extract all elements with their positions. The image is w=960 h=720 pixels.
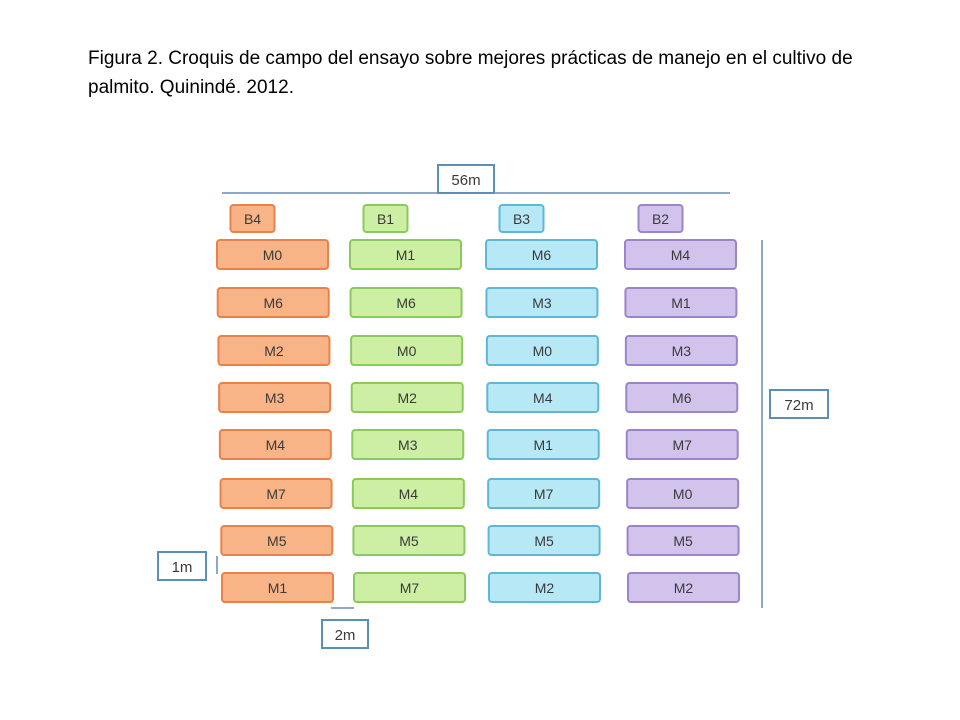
plot-box xyxy=(487,478,601,509)
plot-box xyxy=(219,478,333,509)
plot-box xyxy=(626,478,740,509)
plot-box xyxy=(217,335,331,366)
block-header-box xyxy=(498,204,545,233)
figure-caption: Figura 2. Croquis de campo del ensayo so… xyxy=(88,48,853,98)
plot-label: M5 xyxy=(673,533,693,549)
plot-label: M6 xyxy=(396,295,416,311)
blocks-layer: B4M0M6M2M3M4M7M5M1B1M1M6M0M2M3M4M5M7B3M6… xyxy=(216,204,740,603)
plot-label: M5 xyxy=(534,533,554,549)
plot-box xyxy=(216,239,329,270)
plot-box xyxy=(485,335,599,366)
plot-label: M0 xyxy=(397,343,417,359)
plot-box xyxy=(486,429,600,460)
plot-box xyxy=(627,572,740,603)
col-gap-box xyxy=(321,619,369,649)
plot-box xyxy=(625,382,739,413)
width-dimension-label: 56m xyxy=(451,172,480,189)
plot-label: M3 xyxy=(265,390,285,406)
plot-box xyxy=(349,287,463,318)
plot-label: M2 xyxy=(264,343,284,359)
plot-label: M2 xyxy=(397,390,417,406)
plot-label: M4 xyxy=(266,437,286,453)
plot-box xyxy=(220,525,334,556)
plot-box xyxy=(488,572,601,603)
plot-box xyxy=(350,335,464,366)
plot-box xyxy=(624,239,737,270)
plot-box xyxy=(485,287,599,318)
plot-label: M3 xyxy=(532,295,552,311)
length-dimension-label: 72m xyxy=(784,397,813,414)
plot-box xyxy=(351,478,465,509)
plot-label: M3 xyxy=(672,343,692,359)
plot-label: M0 xyxy=(673,486,693,502)
block-header-label: B3 xyxy=(513,211,530,227)
row-gap-box xyxy=(157,551,207,581)
plot-box xyxy=(216,287,330,318)
plot-label: M2 xyxy=(535,580,555,596)
plot-label: M4 xyxy=(671,247,691,263)
plot-box xyxy=(352,525,466,556)
plot-label: M1 xyxy=(671,295,691,311)
plot-box xyxy=(624,287,738,318)
plot-label: M7 xyxy=(534,486,554,502)
block-header-box xyxy=(362,204,409,233)
plot-box xyxy=(625,429,739,460)
row-gap-label: 1m xyxy=(172,559,193,576)
plot-label: M6 xyxy=(532,247,552,263)
plot-box xyxy=(218,382,332,413)
plot-label: M1 xyxy=(533,437,553,453)
plot-label: M0 xyxy=(533,343,553,359)
plot-box xyxy=(351,429,465,460)
width-dimension-box xyxy=(437,164,495,194)
plot-label: M5 xyxy=(399,533,419,549)
plot-label: M7 xyxy=(400,580,420,596)
plot-label: M3 xyxy=(398,437,418,453)
plot-label: M0 xyxy=(263,247,283,263)
plot-label: M6 xyxy=(672,390,692,406)
plot-box xyxy=(350,382,464,413)
block-header-label: B2 xyxy=(652,211,669,227)
block-header-box xyxy=(637,204,684,233)
plot-box xyxy=(353,572,466,603)
plot-box xyxy=(486,382,600,413)
plot-box xyxy=(624,335,738,366)
plot-box xyxy=(221,572,334,603)
plot-box xyxy=(487,525,601,556)
plot-label: M5 xyxy=(267,533,287,549)
plot-label: M1 xyxy=(396,247,416,263)
plot-label: M6 xyxy=(263,295,283,311)
plot-label: M1 xyxy=(268,580,288,596)
plot-box xyxy=(349,239,462,270)
plot-label: M2 xyxy=(674,580,694,596)
block-header-label: B1 xyxy=(377,211,394,227)
plot-label: M4 xyxy=(399,486,419,502)
block-header-box xyxy=(229,204,276,233)
plot-box xyxy=(485,239,598,270)
plot-box xyxy=(626,525,740,556)
length-dimension-box xyxy=(769,389,829,419)
plot-box xyxy=(218,429,332,460)
plot-label: M4 xyxy=(533,390,553,406)
plot-label: M7 xyxy=(266,486,286,502)
col-gap-label: 2m xyxy=(335,627,356,644)
block-header-label: B4 xyxy=(244,211,261,227)
plot-label: M7 xyxy=(672,437,692,453)
